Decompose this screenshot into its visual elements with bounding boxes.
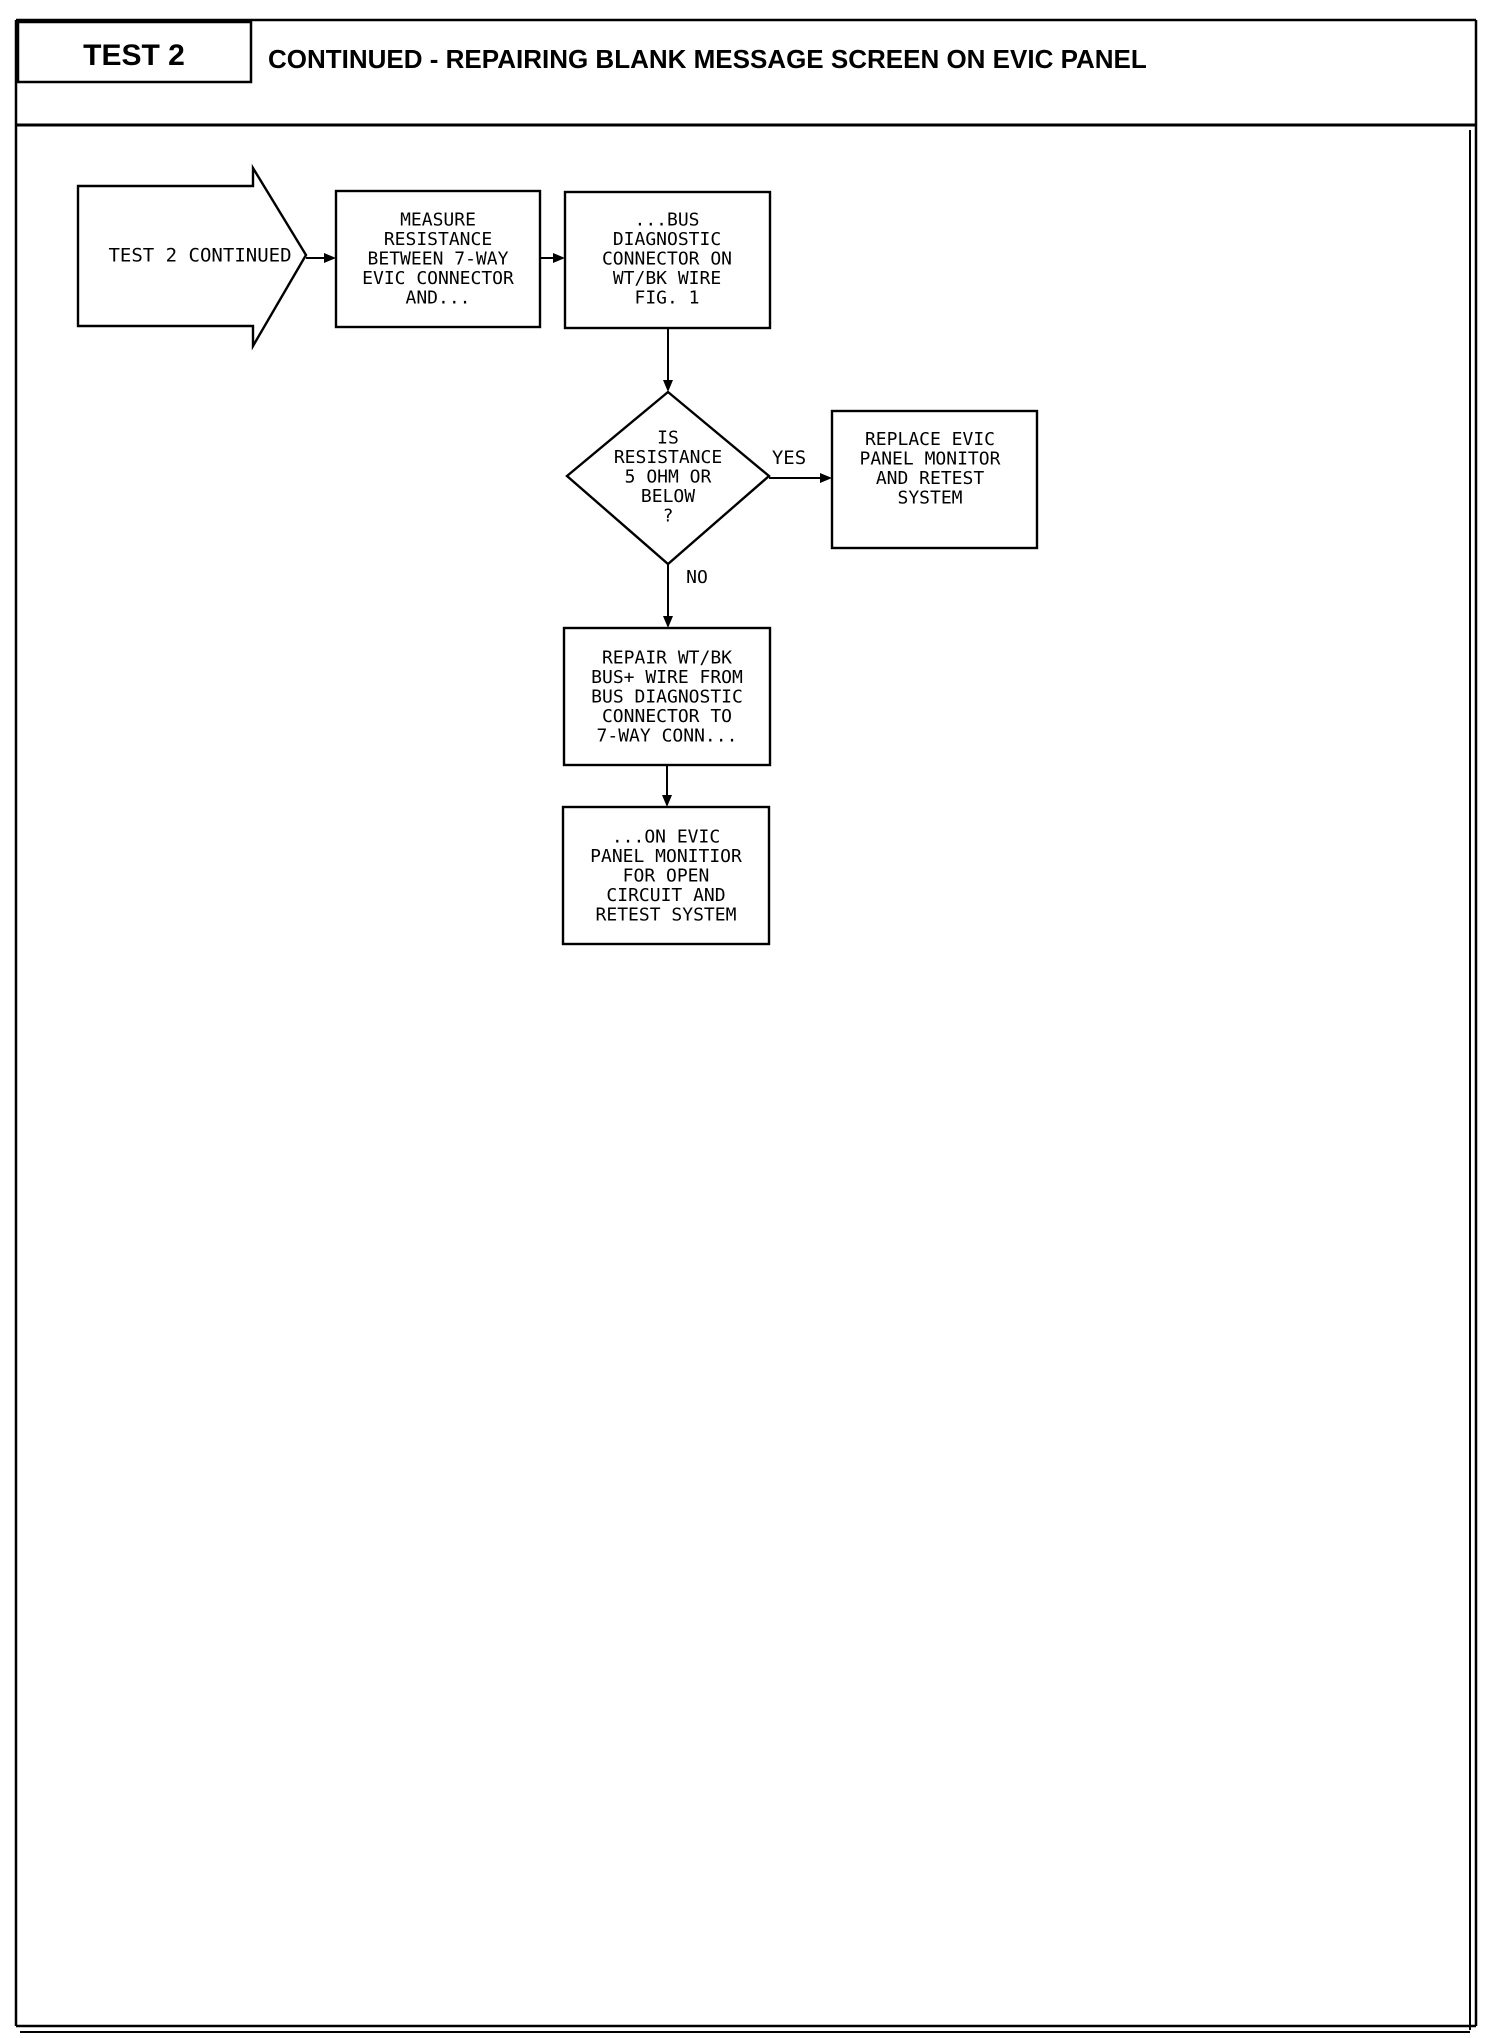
arrowhead-bus-decision (663, 380, 673, 392)
header: TEST 2 CONTINUED - REPAIRING BLANK MESSA… (16, 20, 1476, 127)
bus-line: CONNECTOR ON (602, 248, 732, 269)
arrowhead-start-measure (324, 253, 336, 263)
bus-line: DIAGNOSTIC (613, 229, 721, 250)
measure-line: AND... (405, 287, 470, 308)
replace-line: AND RETEST (876, 468, 985, 489)
replace-box (830, 409, 1039, 550)
final-line: FOR OPEN (623, 865, 710, 886)
repair-box (562, 626, 772, 767)
measure-box (334, 189, 542, 329)
start-arrow-shape (76, 163, 308, 351)
replace-line: SYSTEM (897, 488, 962, 509)
decision-line: ? (663, 505, 674, 526)
final-box (561, 805, 771, 946)
test-label: TEST 2 (83, 39, 185, 72)
replace-line: PANEL MONITOR (860, 449, 1001, 470)
start-arrow-text: TEST 2 CONTINUED (108, 245, 291, 267)
page-frame (14, 18, 1478, 2033)
bus-box (563, 190, 772, 330)
bus-line: WT/BK WIRE (613, 268, 721, 289)
decision-line: 5 OHM OR (625, 466, 712, 487)
decision-line: RESISTANCE (614, 447, 722, 468)
decision-line: IS (657, 427, 679, 448)
arrowhead-decision-replace (820, 473, 832, 483)
decision-line: BELOW (641, 486, 695, 507)
final-line: ...ON EVIC (612, 826, 720, 847)
start-arrow-node: TEST 2 CONTINUED (76, 163, 308, 351)
repair-line: REPAIR WT/BK (602, 647, 732, 668)
measure-line: EVIC CONNECTOR (362, 268, 514, 289)
measure-line: RESISTANCE (384, 229, 492, 250)
measure-line: MEASURE (400, 209, 476, 230)
arrowhead-repair-final (662, 795, 672, 807)
replace-line: REPLACE EVIC (865, 429, 995, 450)
final-line: CIRCUIT AND (606, 885, 725, 906)
no-label: NO (686, 567, 708, 588)
repair-line: BUS DIAGNOSTIC (591, 686, 743, 707)
repair-line: BUS+ WIRE FROM (591, 667, 743, 688)
final-line: RETEST SYSTEM (596, 904, 737, 925)
connectors (306, 253, 832, 807)
yes-label: YES (772, 447, 806, 469)
repair-line: CONNECTOR TO (602, 706, 732, 727)
bus-line: FIG. 1 (634, 287, 699, 308)
final-line: PANEL MONITIOR (590, 846, 742, 867)
repair-line: 7-WAY CONN... (597, 725, 738, 746)
page-title: CONTINUED - REPAIRING BLANK MESSAGE SCRE… (268, 44, 1147, 74)
arrowhead-measure-bus (553, 253, 565, 263)
test-label-box (16, 20, 253, 84)
arrowhead-decision-repair (663, 616, 673, 628)
start_arrow-line: TEST 2 CONTINUED (108, 245, 291, 267)
measure-line: BETWEEN 7-WAY (368, 248, 509, 269)
bus-line: ...BUS (634, 209, 699, 230)
